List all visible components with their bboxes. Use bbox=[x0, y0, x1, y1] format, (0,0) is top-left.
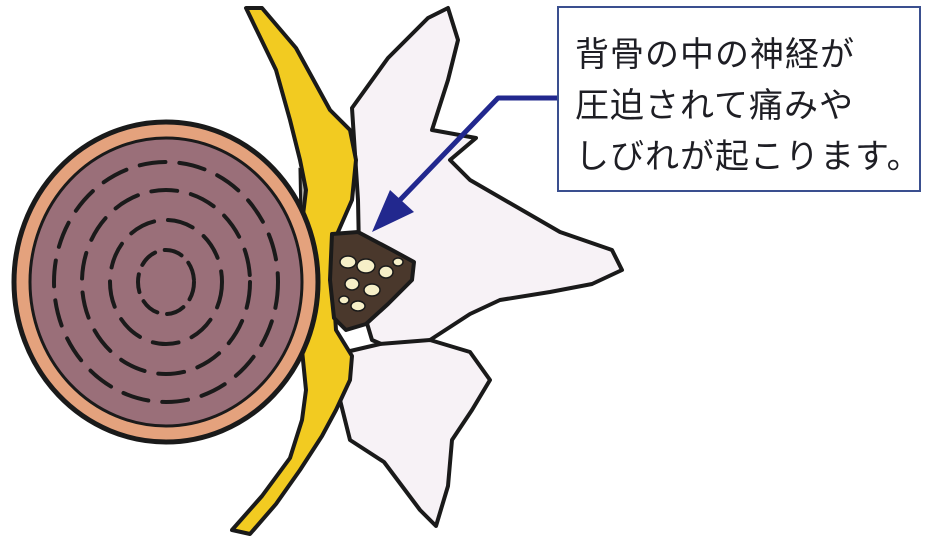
callout-line-1: 背骨の中の神経が bbox=[575, 30, 909, 81]
callout-line-3: しびれが起こります。 bbox=[575, 132, 909, 183]
callout-line-2: 圧迫されて痛みや bbox=[575, 81, 909, 132]
lower-bone-mass bbox=[340, 340, 490, 526]
callout-box: 背骨の中の神経が 圧迫されて痛みや しびれが起こります。 bbox=[557, 6, 921, 192]
vertebral-body bbox=[30, 138, 302, 426]
